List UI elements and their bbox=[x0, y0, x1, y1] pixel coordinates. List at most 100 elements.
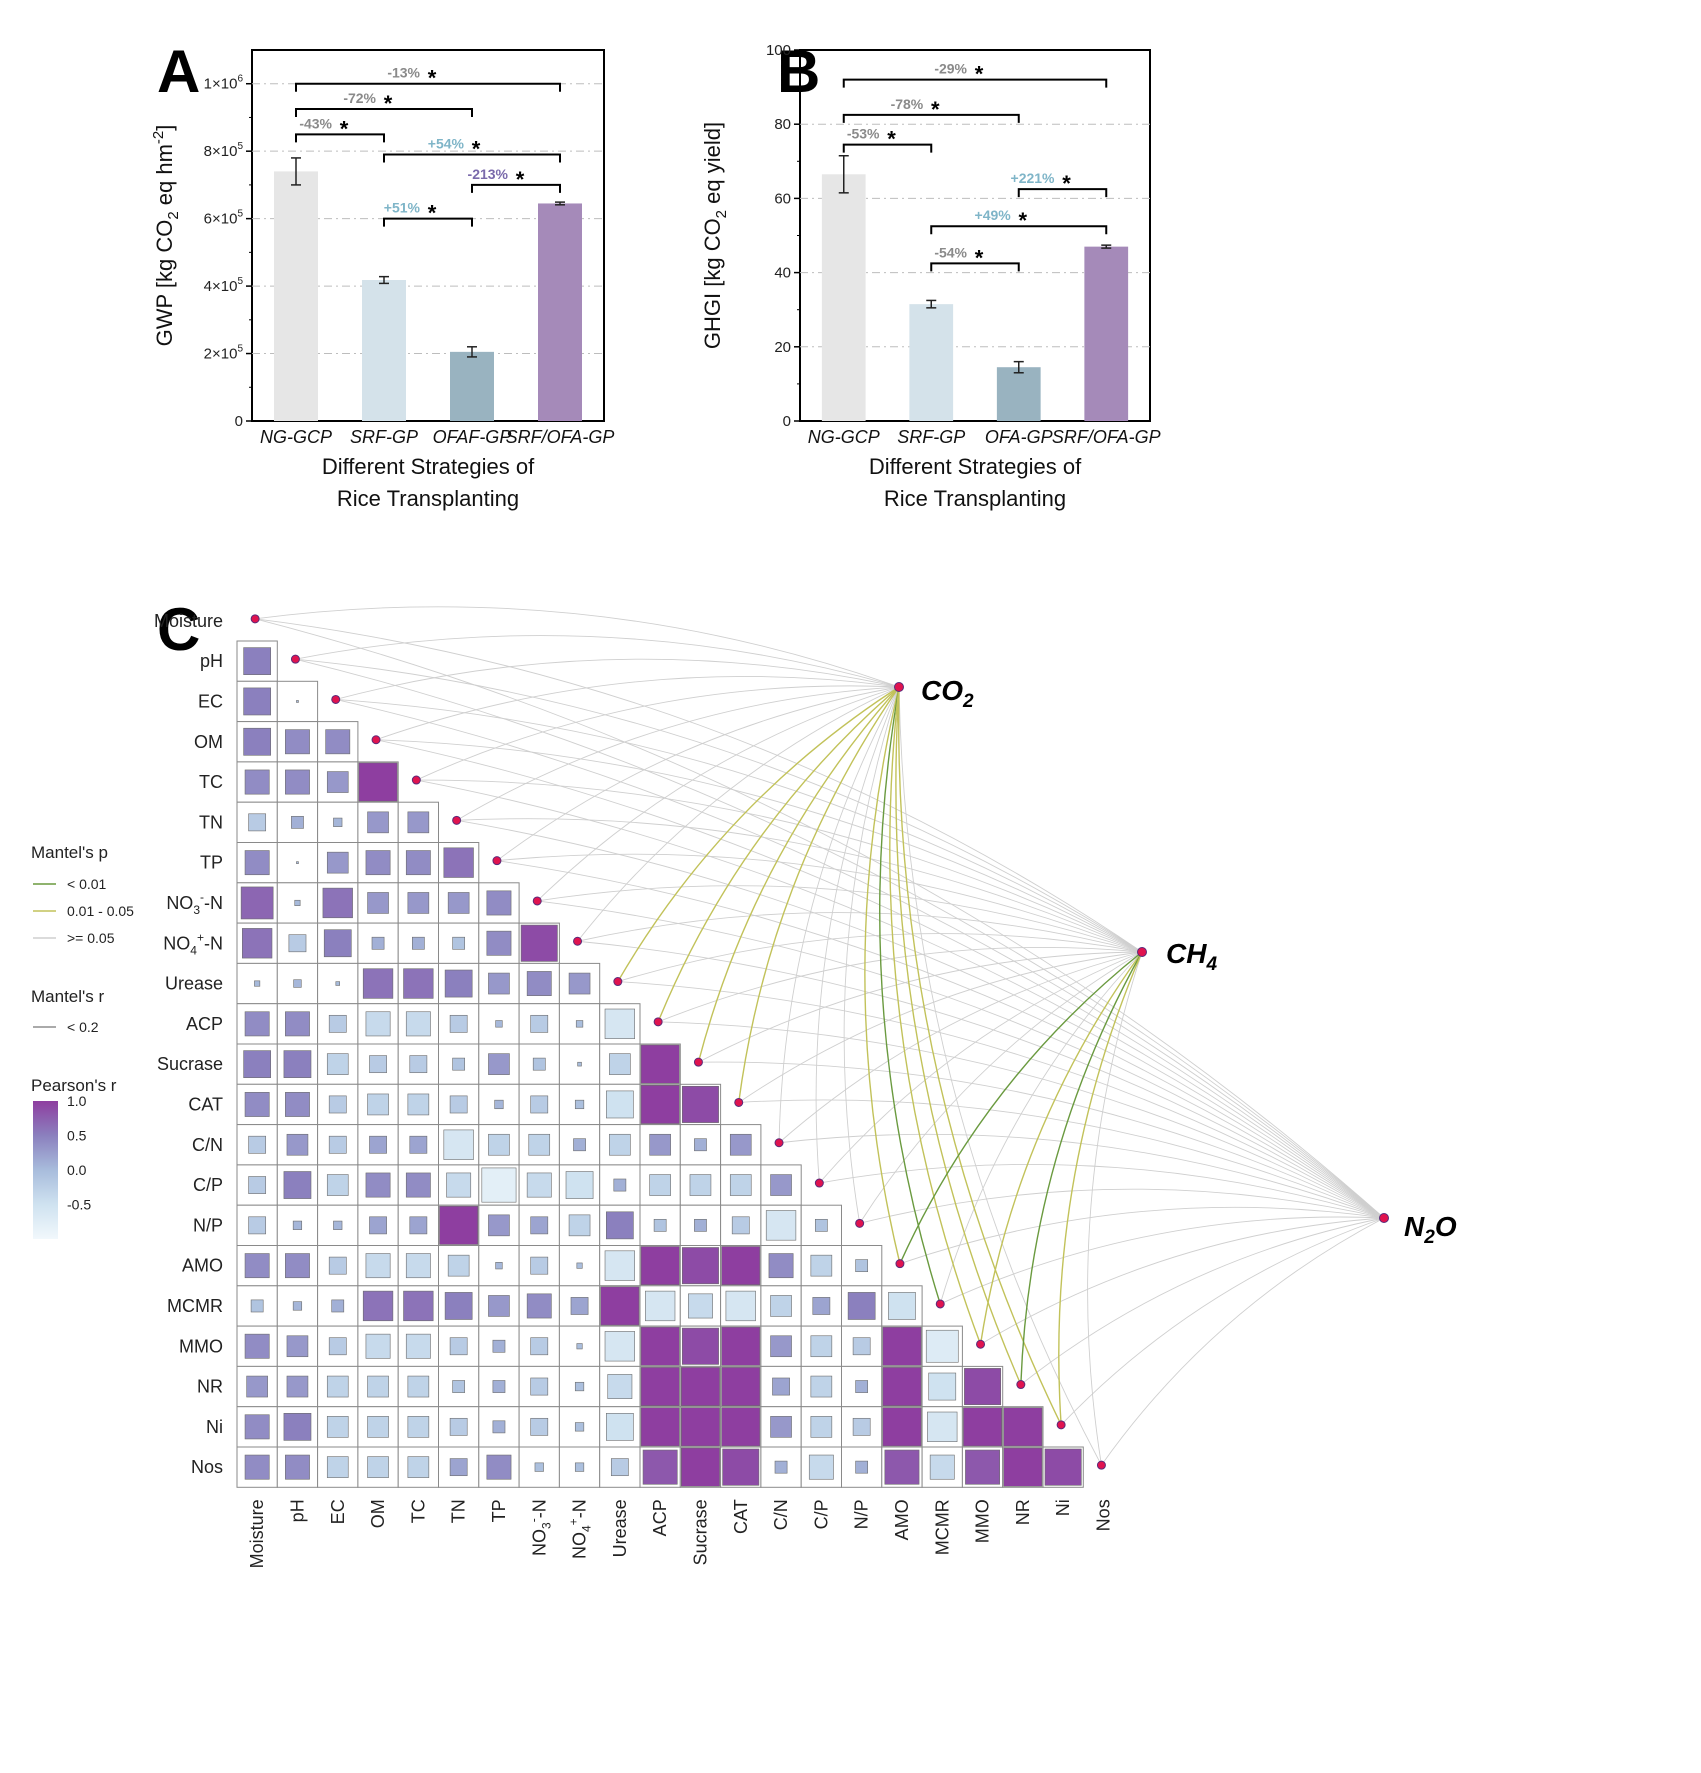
correlation-square bbox=[770, 1335, 792, 1358]
gas-node bbox=[1379, 1213, 1389, 1223]
correlation-square bbox=[765, 1210, 797, 1241]
row-label: NO4+-N bbox=[163, 930, 223, 957]
mantel-link bbox=[456, 686, 900, 821]
mantel-link-significant bbox=[879, 686, 941, 1305]
column-label: NR bbox=[1013, 1499, 1033, 1525]
correlation-square bbox=[403, 968, 434, 999]
correlation-square bbox=[328, 1337, 347, 1356]
correlation-square bbox=[810, 1254, 833, 1277]
legend-mantel-r-title: Mantel's r bbox=[31, 987, 104, 1006]
significance-bracket bbox=[295, 108, 473, 118]
significance-star: * bbox=[975, 62, 984, 87]
correlation-square bbox=[367, 1456, 389, 1478]
comparison-percent: +49% bbox=[975, 207, 1012, 223]
correlation-square bbox=[486, 890, 512, 916]
mantel-link bbox=[1060, 1217, 1385, 1426]
correlation-square bbox=[248, 1176, 267, 1194]
column-label: Moisture bbox=[247, 1499, 267, 1568]
correlation-square bbox=[640, 1326, 680, 1366]
correlation-square bbox=[610, 1458, 629, 1477]
correlation-square bbox=[405, 850, 431, 876]
correlation-square bbox=[243, 687, 271, 716]
mantel-link bbox=[456, 819, 1385, 1219]
variable-node bbox=[855, 1218, 865, 1228]
y-tick-label: 4×105 bbox=[204, 276, 244, 295]
correlation-square bbox=[367, 1375, 389, 1398]
mantel-link bbox=[255, 618, 1385, 1219]
column-label: TC bbox=[408, 1499, 428, 1523]
x-category-label: OFA-GP bbox=[985, 427, 1053, 447]
correlation-square bbox=[335, 981, 340, 986]
correlation-square bbox=[286, 1375, 309, 1398]
correlation-square bbox=[488, 1053, 510, 1075]
correlation-square bbox=[443, 847, 474, 878]
comparison-percent: -78% bbox=[891, 96, 924, 112]
row-label: TC bbox=[199, 772, 223, 792]
correlation-square bbox=[847, 1292, 876, 1320]
correlation-square bbox=[294, 899, 301, 906]
correlation-square bbox=[526, 1172, 552, 1198]
mantel-link bbox=[496, 860, 1385, 1219]
correlation-square bbox=[244, 1253, 270, 1279]
correlation-square bbox=[288, 934, 307, 953]
mantel-link-significant bbox=[738, 686, 900, 1103]
legend-pearson-title: Pearson's r bbox=[31, 1076, 117, 1095]
correlation-square bbox=[492, 1339, 506, 1353]
variable-node bbox=[371, 735, 381, 745]
correlation-square bbox=[365, 1333, 391, 1359]
correlation-square bbox=[1044, 1448, 1082, 1486]
column-label: C/N bbox=[771, 1499, 791, 1530]
correlation-square bbox=[681, 1085, 719, 1123]
correlation-square bbox=[649, 1133, 671, 1156]
row-label: MCMR bbox=[167, 1296, 223, 1316]
correlation-square bbox=[292, 1220, 303, 1230]
correlation-square bbox=[244, 1011, 270, 1037]
correlation-square bbox=[244, 1092, 270, 1117]
variable-node bbox=[895, 1259, 905, 1269]
correlation-square bbox=[283, 1050, 312, 1078]
significance-bracket bbox=[842, 78, 1108, 88]
correlation-square bbox=[452, 1380, 466, 1393]
variable-node bbox=[250, 614, 260, 624]
correlation-square bbox=[604, 1331, 635, 1362]
correlation-square bbox=[606, 1090, 634, 1119]
y-tick-label: 0 bbox=[235, 413, 243, 430]
column-label: Sucrase bbox=[690, 1499, 710, 1565]
variable-node bbox=[331, 694, 341, 704]
mantel-link bbox=[698, 1061, 1385, 1219]
bar bbox=[450, 351, 494, 421]
correlation-square bbox=[925, 1329, 959, 1363]
comparison-percent: +51% bbox=[384, 200, 421, 216]
correlation-square bbox=[242, 928, 273, 959]
correlation-square bbox=[530, 1417, 549, 1436]
mantel-link-significant bbox=[889, 686, 982, 1345]
correlation-square bbox=[640, 1246, 680, 1286]
variable-node bbox=[653, 1017, 663, 1027]
legend-mantel-p-title: Mantel's p bbox=[31, 843, 108, 862]
correlation-square bbox=[409, 1216, 428, 1235]
correlation-square bbox=[653, 1218, 667, 1232]
x-category-label: SRF/OFA-GP bbox=[1052, 427, 1161, 447]
correlation-square bbox=[492, 1420, 506, 1434]
correlation-square bbox=[530, 1216, 549, 1235]
mantel-link-significant bbox=[697, 686, 900, 1063]
variable-node bbox=[814, 1178, 824, 1188]
correlation-square bbox=[609, 1133, 631, 1156]
y-tick-label: 8×105 bbox=[204, 141, 244, 160]
significance-bracket bbox=[295, 133, 385, 143]
correlation-square bbox=[285, 1253, 310, 1279]
column-label: ACP bbox=[650, 1499, 670, 1536]
correlation-square bbox=[254, 980, 261, 987]
correlation-square bbox=[447, 892, 470, 914]
correlation-square bbox=[573, 1138, 586, 1152]
correlation-square bbox=[244, 1454, 270, 1480]
row-label: AMO bbox=[182, 1256, 223, 1276]
mantel-link bbox=[295, 658, 1143, 953]
y-tick-label: 2×105 bbox=[204, 344, 244, 363]
correlation-square bbox=[486, 1454, 512, 1480]
correlation-square bbox=[770, 1416, 792, 1438]
mantel-link bbox=[1101, 1217, 1385, 1466]
variable-node bbox=[976, 1339, 986, 1349]
x-category-label: NG-GCP bbox=[808, 427, 880, 447]
